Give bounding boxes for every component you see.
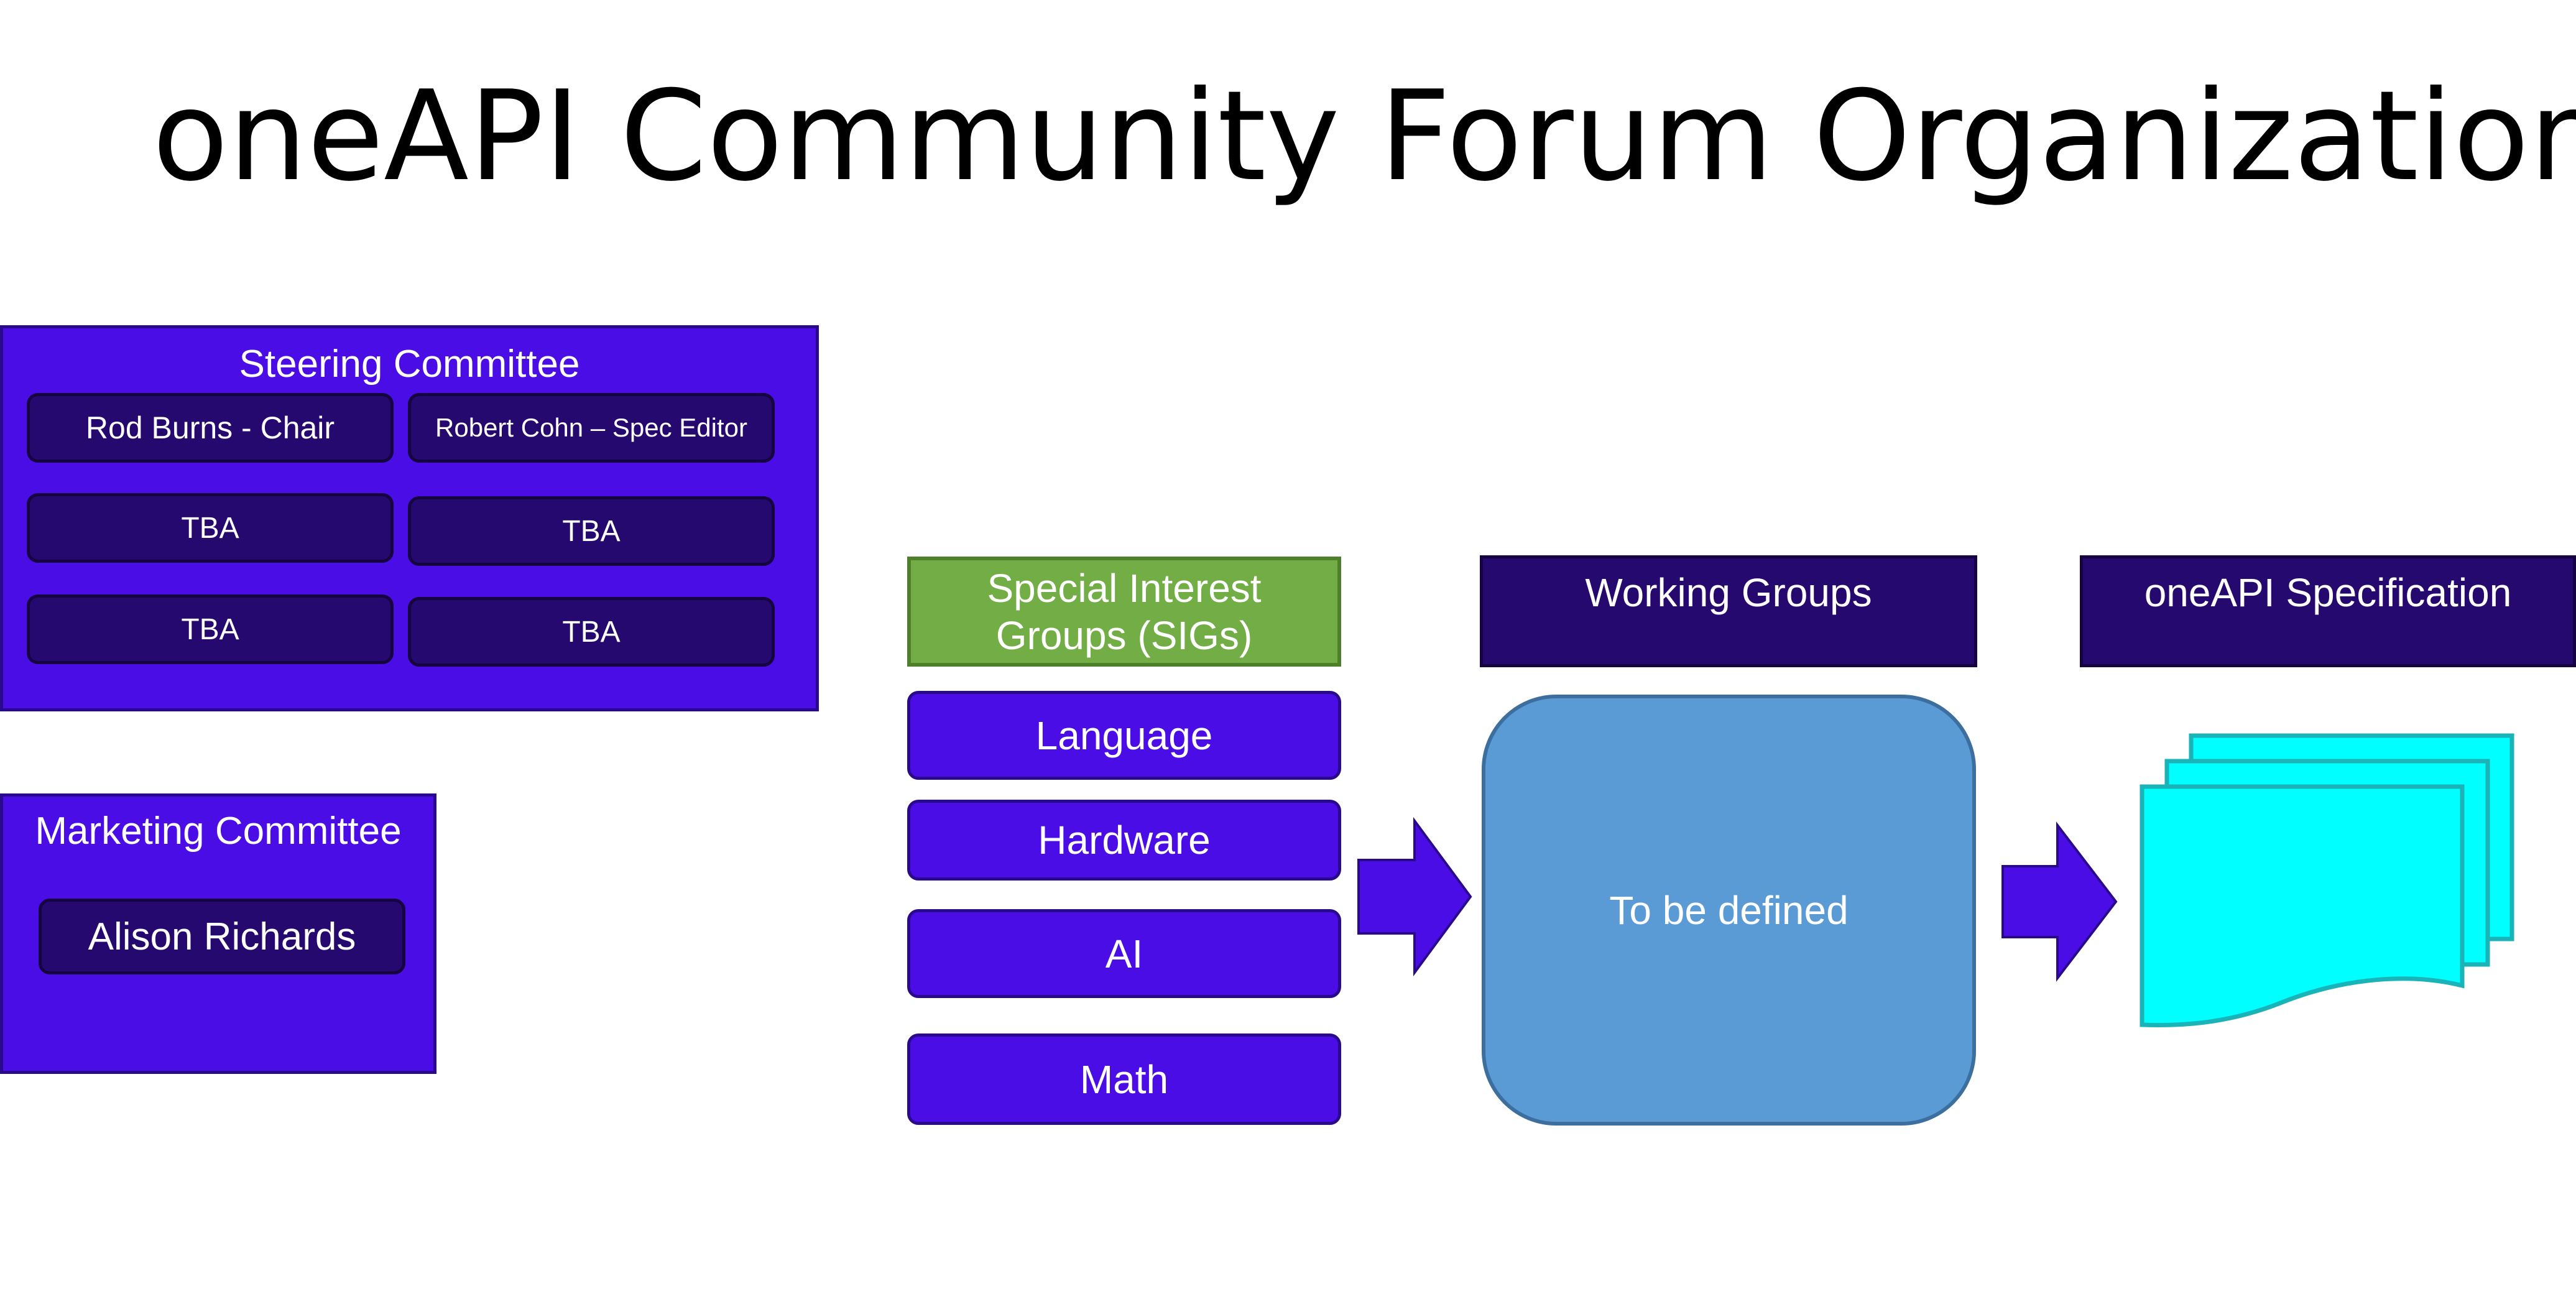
sigs-header-line1: Special Interest (987, 565, 1262, 611)
right-arrow-icon (2001, 821, 2118, 982)
steering-committee-title: Steering Committee (239, 343, 580, 386)
marketing-committee-title: Marketing Committee (35, 810, 402, 853)
specification-header: oneAPI Specification (2080, 555, 2576, 667)
marketing-committee-panel: Marketing Committee Alison Richards (0, 793, 436, 1074)
sig-ai: AI (907, 909, 1341, 998)
steering-committee-panel: Steering Committee Rod Burns - Chair Rob… (0, 325, 819, 711)
page-title: oneAPI Community Forum Organization (152, 64, 2576, 209)
steering-member-tba: TBA (408, 496, 775, 566)
marketing-member: Alison Richards (39, 899, 405, 974)
sigs-header: Special Interest Groups (SIGs) (907, 557, 1341, 667)
multi-document-icon (2140, 733, 2514, 1028)
sig-math: Math (907, 1033, 1341, 1125)
sigs-header-line2: Groups (SIGs) (995, 613, 1253, 658)
working-groups-header: Working Groups (1480, 555, 1977, 667)
sig-hardware: Hardware (907, 800, 1341, 881)
working-groups-box: To be defined (1482, 695, 1976, 1126)
steering-member-spec-editor: Robert Cohn – Spec Editor (408, 393, 775, 463)
steering-member-chair: Rod Burns - Chair (27, 393, 394, 463)
steering-member-tba: TBA (408, 597, 775, 667)
right-arrow-icon (1357, 816, 1472, 977)
sig-language: Language (907, 691, 1341, 780)
steering-member-tba: TBA (27, 493, 394, 563)
steering-member-tba: TBA (27, 594, 394, 664)
